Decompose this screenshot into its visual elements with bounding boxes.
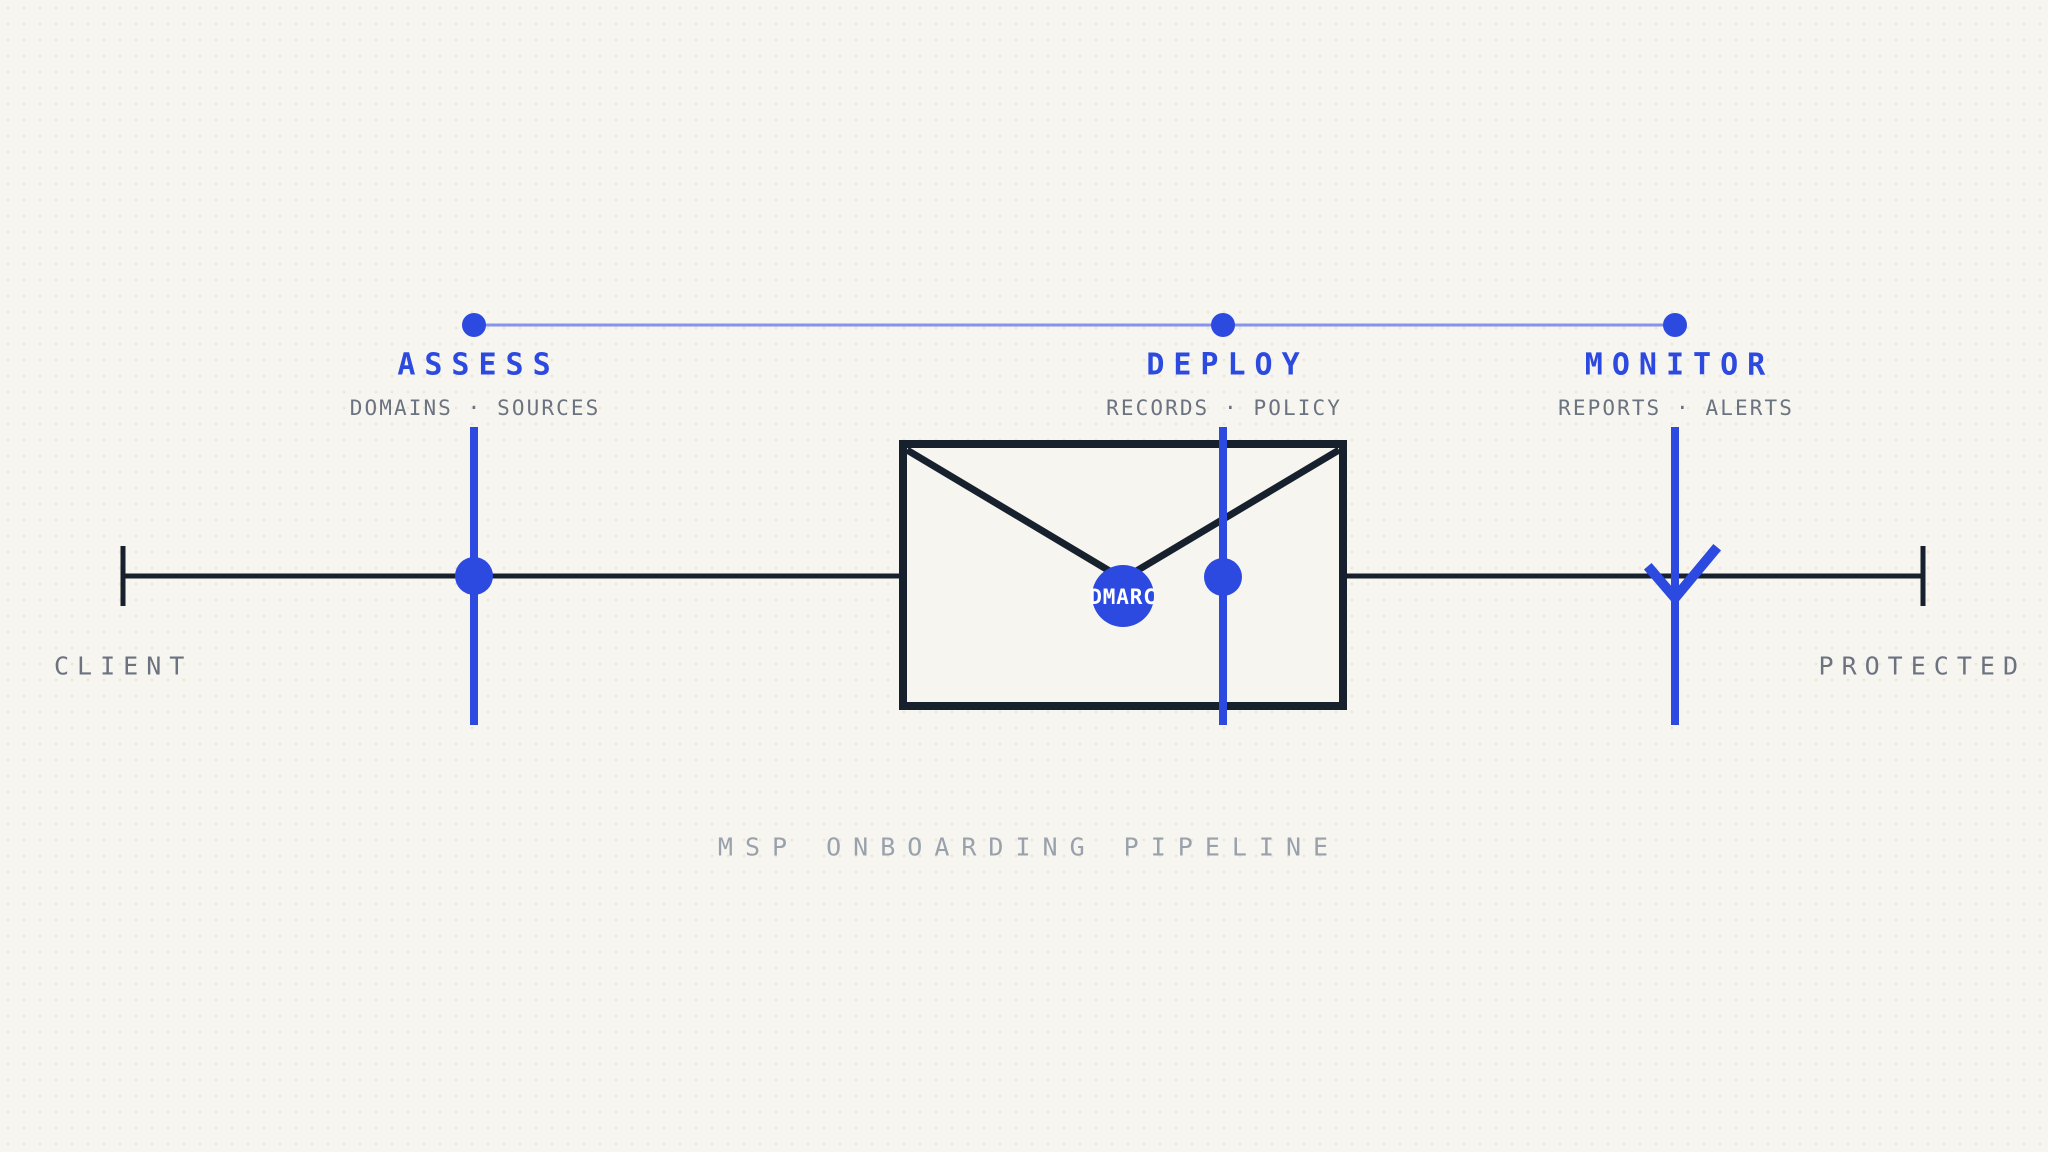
checkmark-icon bbox=[1643, 543, 1722, 606]
stage-sublabel-deploy: RECORDS · POLICY bbox=[1106, 396, 1342, 420]
diagram-caption: MSP ONBOARDING PIPELINE bbox=[717, 832, 1341, 862]
stage-label-monitor: MONITOR bbox=[1584, 347, 1775, 383]
flow-start-label: CLIENT bbox=[54, 651, 193, 681]
stage-label-deploy: DEPLOY bbox=[1146, 347, 1309, 383]
stage-label-assess: ASSESS bbox=[397, 347, 560, 383]
assess-node-dot bbox=[455, 557, 493, 595]
stage-sublabel-assess: DOMAINS · SOURCES bbox=[349, 396, 601, 420]
dmarc-badge-circle bbox=[1092, 565, 1154, 627]
deploy-node-dot bbox=[1204, 558, 1242, 596]
stage-sublabel-monitor: REPORTS · ALERTS bbox=[1558, 396, 1794, 420]
flow-end-label: PROTECTED bbox=[1818, 651, 2026, 681]
monitor-milestone-dot bbox=[1663, 313, 1687, 337]
assess-milestone-dot bbox=[462, 313, 486, 337]
dmarc-badge-label: DMARC bbox=[1089, 585, 1157, 609]
deploy-milestone-dot bbox=[1211, 313, 1235, 337]
